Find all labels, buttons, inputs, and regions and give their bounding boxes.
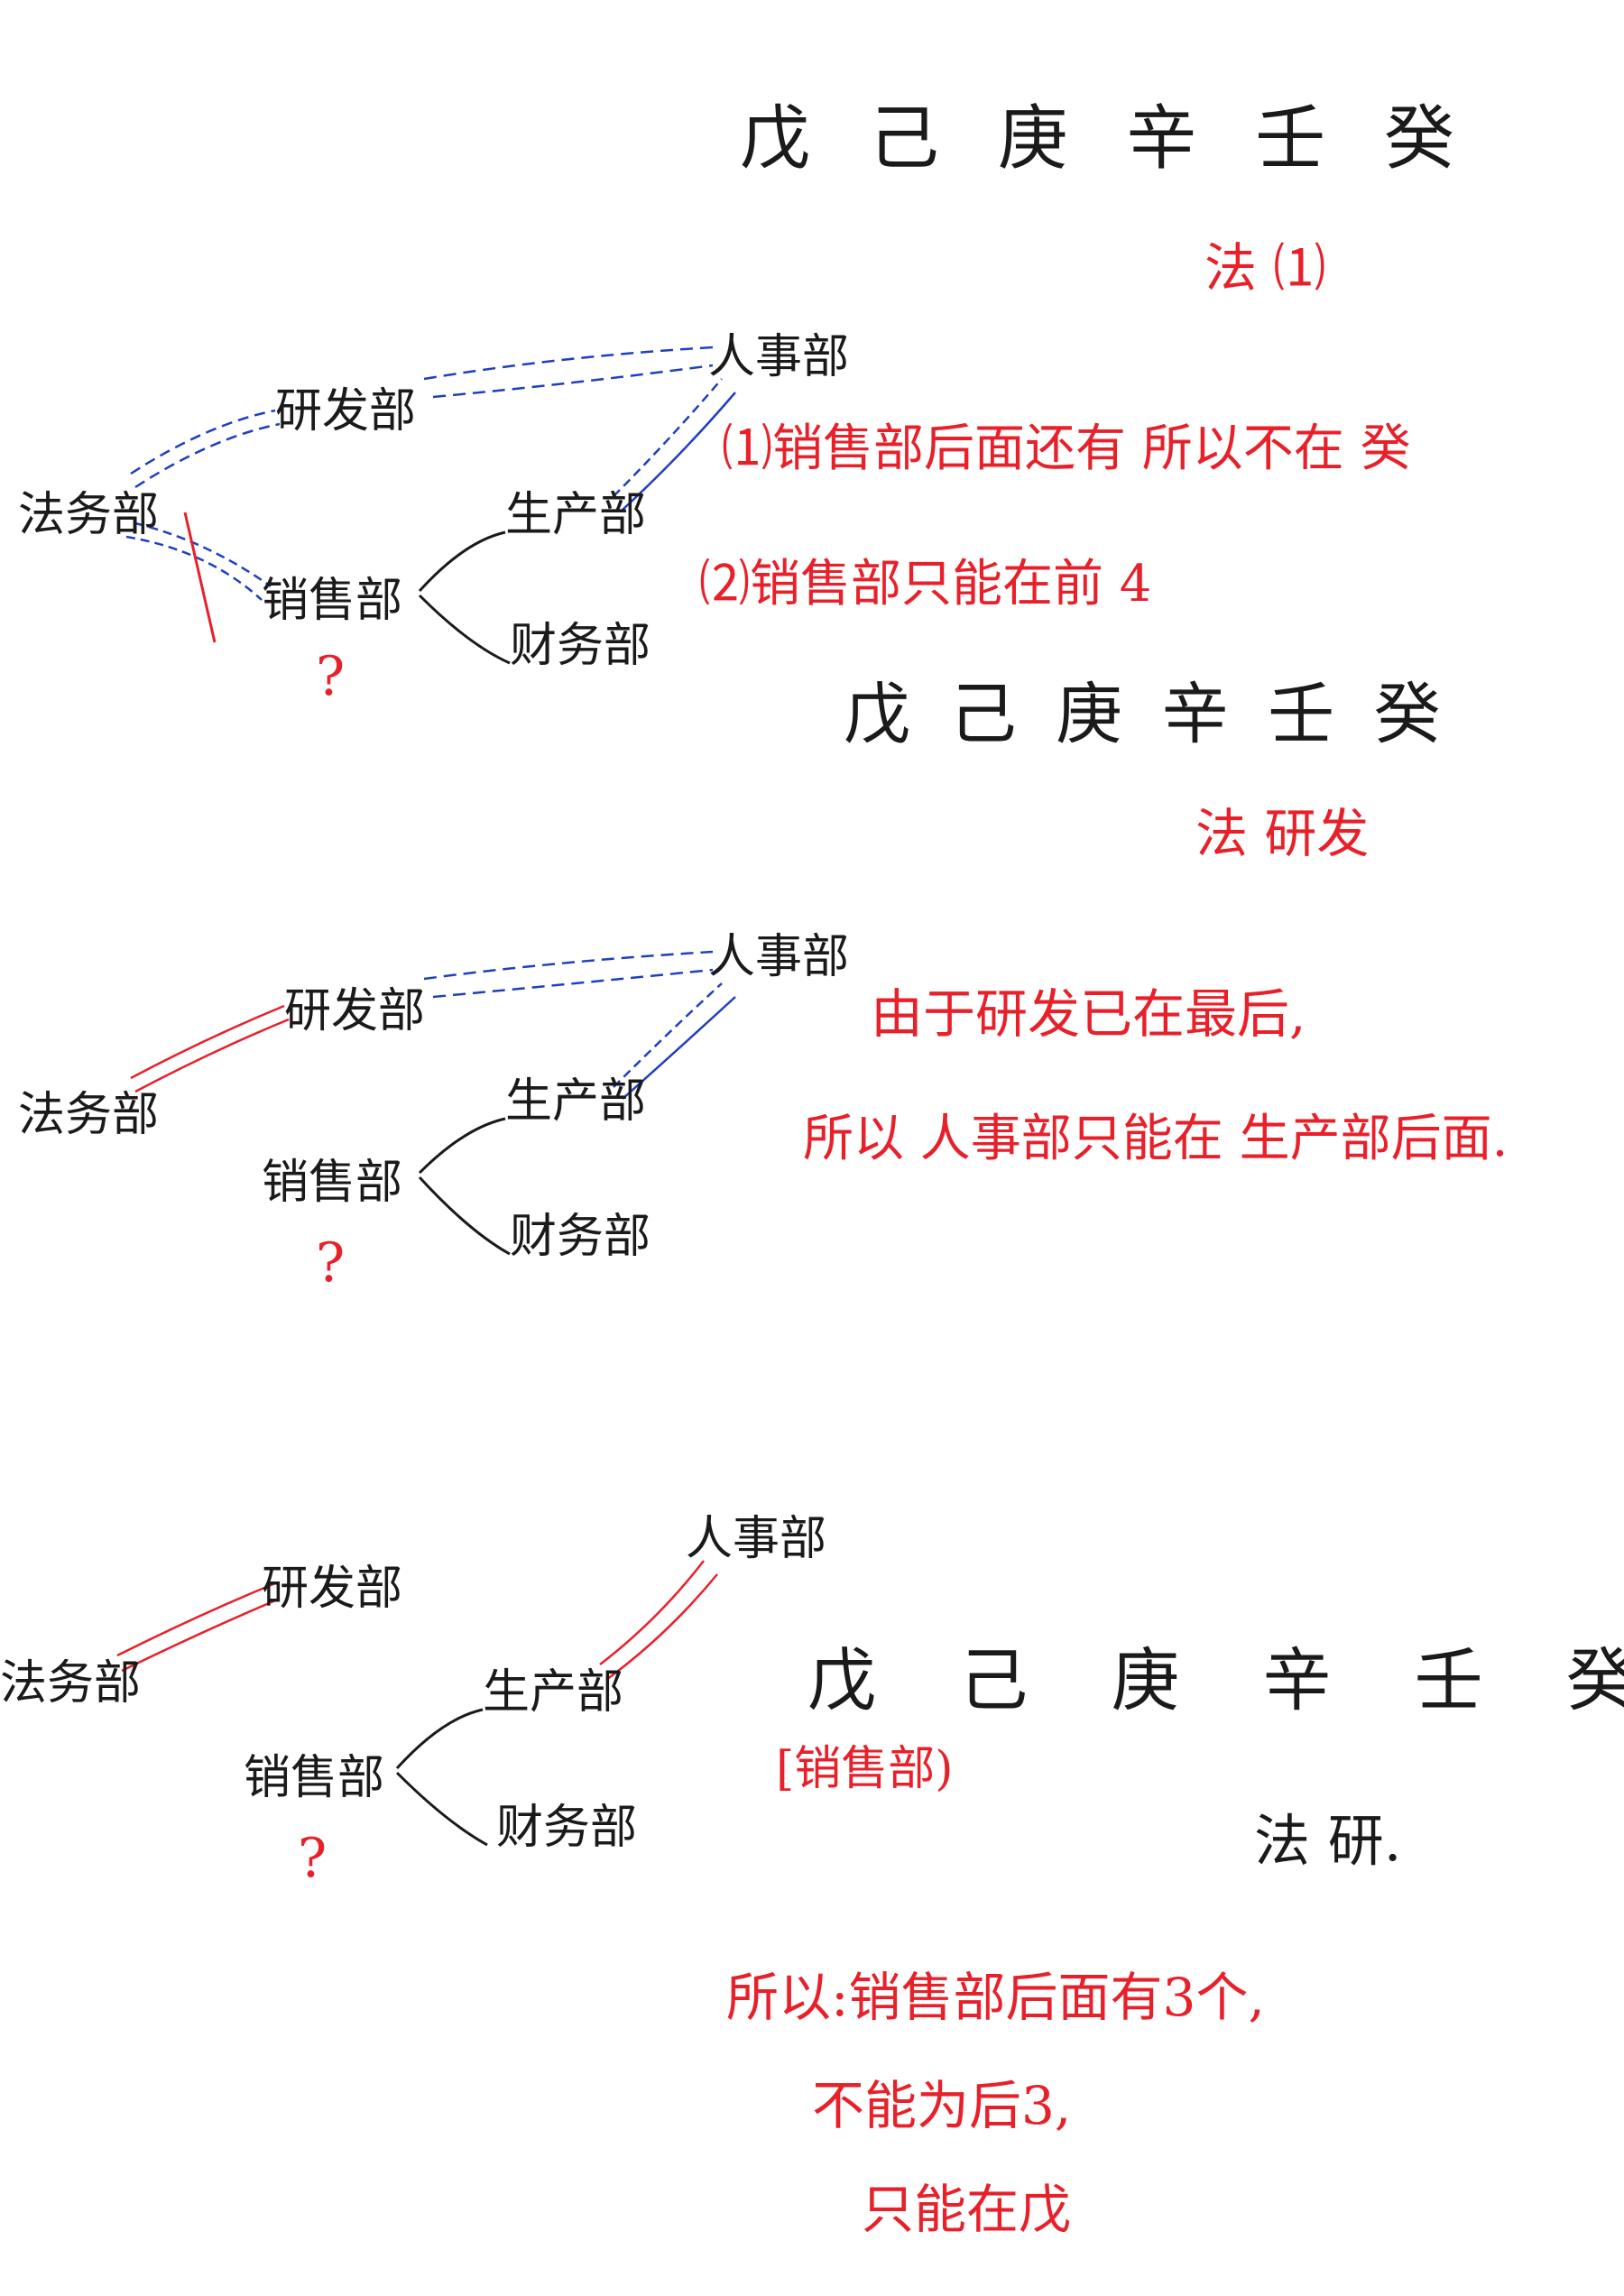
node-legal-2: 法务部 [18, 1088, 160, 1142]
question-mark-3: ? [298, 1827, 328, 1890]
stems-row-2: 戊 己 庚 辛 壬 癸 [844, 676, 1450, 753]
method-label-3: 法 研. [1254, 1808, 1402, 1874]
blue-rnd-hr-1 [423, 346, 714, 381]
node-rnd-2: 研发部 [284, 984, 426, 1038]
note-middle-2: 所以 人事部只能在 生产部后面. [803, 1110, 1509, 1168]
blue-legal-rnd-1 [130, 409, 276, 475]
tree-line-3a [395, 1708, 484, 1770]
node-legal-1: 法务部 [18, 488, 160, 542]
blue-rnd-hr-2 [432, 364, 714, 399]
sales-mark: [销售部) [776, 1742, 954, 1796]
node-rnd-3: 研发部 [262, 1562, 403, 1616]
node-hr-3: 人事部 [686, 1512, 827, 1566]
node-legal-3: 法务部 [0, 1656, 142, 1710]
red-legal-rnd-2 [134, 1018, 290, 1093]
note-middle-1: 由于研发已在最后, [871, 983, 1306, 1045]
red-legal-rnd-1 [130, 1004, 285, 1080]
blue-prod-hr-1 [613, 378, 723, 497]
tree-line-2b [418, 1176, 511, 1256]
blue-legal-sales-1 [125, 535, 263, 601]
blue-prod-hr-4 [622, 996, 736, 1100]
tree-line-3b [395, 1771, 488, 1847]
note-top-2: ⑵销售部只能在前 4 [699, 555, 1152, 613]
blue-prod-hr-3 [613, 982, 723, 1088]
method-label-1: 法 ⑴ [1204, 237, 1326, 299]
question-mark-1: ? [316, 645, 346, 708]
node-finance-2: 财务部 [510, 1210, 651, 1264]
red-legal-rnd-4 [121, 1597, 281, 1673]
red-prod-hr-1 [599, 1560, 705, 1665]
node-hr-2: 人事部 [708, 930, 850, 984]
blue-legal-sales-2 [134, 521, 272, 588]
stems-row-3: 戊 己 庚 辛 壬 癸 [807, 1640, 1624, 1720]
node-rnd-1: 研发部 [275, 384, 417, 438]
tree-line-2a [418, 1117, 506, 1175]
note-bottom-3: 只能在戊 [862, 2179, 1072, 2240]
blue-legal-rnd-2 [134, 422, 281, 489]
method-label-2: 法 研发 [1195, 803, 1370, 864]
node-production-2: 生产部 [505, 1074, 647, 1129]
note-bottom-1: 所以:销售部后面有3个, [726, 1967, 1265, 2028]
node-sales-2: 销售部 [262, 1156, 403, 1210]
question-mark-2: ? [316, 1231, 346, 1295]
red-legal-rnd-3 [116, 1581, 276, 1657]
red-prod-hr-2 [605, 1573, 718, 1682]
stems-row-1: 戊 己 庚 辛 壬 癸 [740, 98, 1472, 180]
node-sales-1: 销售部 [262, 574, 403, 628]
blue-rnd-hr-4 [432, 968, 714, 999]
blue-prod-hr-2 [622, 392, 736, 511]
node-hr-1: 人事部 [708, 330, 850, 384]
node-finance-3: 财务部 [496, 1801, 638, 1855]
node-production-3: 生产部 [483, 1665, 624, 1720]
node-finance-1: 财务部 [510, 619, 651, 673]
node-production-1: 生产部 [505, 488, 647, 542]
red-slash [183, 512, 217, 643]
note-bottom-2: 不能为后3, [812, 2075, 1072, 2136]
tree-line-1b [418, 594, 511, 665]
tree-line-1a [418, 530, 506, 593]
note-top-1: ⑴销售部后面还有 所以不在 癸 [722, 420, 1411, 478]
node-sales-3: 销售部 [244, 1751, 385, 1805]
blue-rnd-hr-3 [423, 950, 714, 981]
